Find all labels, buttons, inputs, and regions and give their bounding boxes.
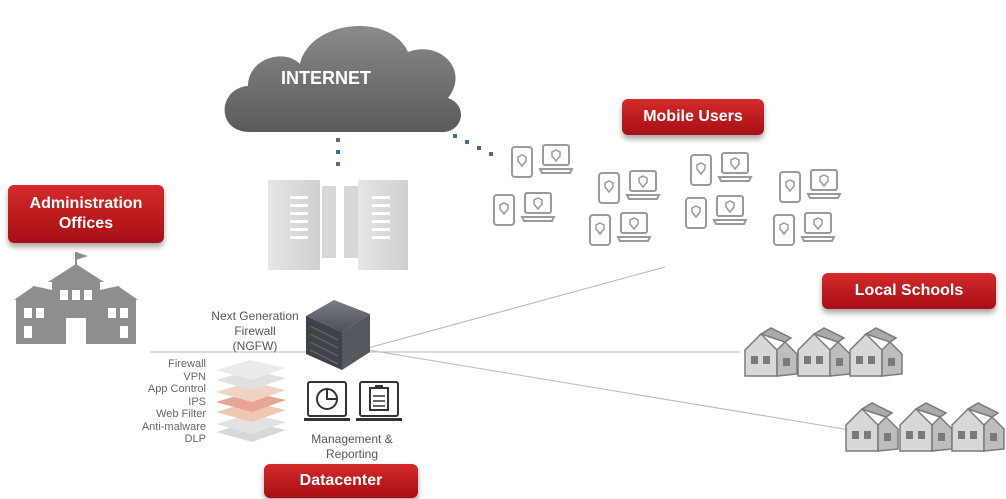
administration-offices-badge: Administration Offices bbox=[8, 185, 164, 243]
house-icon bbox=[849, 327, 903, 377]
feature-vpn: VPN bbox=[183, 370, 206, 383]
feature-ips: IPS bbox=[188, 395, 206, 408]
house-icon bbox=[797, 327, 851, 377]
internet-label: INTERNET bbox=[281, 68, 371, 88]
management-reporting-label: Management & Reporting bbox=[296, 432, 408, 462]
house-icon bbox=[951, 402, 1005, 452]
ngfw-label-line3: (NGFW) bbox=[232, 339, 278, 353]
link-ngfw-to-mobile bbox=[367, 266, 666, 349]
ngfw-label-line1: Next Generation bbox=[211, 309, 299, 323]
connection-lines bbox=[150, 266, 851, 431]
laptop-icon bbox=[717, 152, 753, 182]
house-icon bbox=[744, 327, 798, 377]
tablet-icon bbox=[493, 194, 515, 226]
security-layers-stack-icon bbox=[216, 360, 286, 442]
local-schools-badge: Local Schools bbox=[822, 273, 996, 309]
tablet-icon bbox=[589, 214, 611, 246]
server-rack-left bbox=[268, 180, 336, 270]
tablet-icon bbox=[685, 197, 707, 229]
dashboard-icon bbox=[304, 381, 350, 421]
security-features-list: Firewall VPN App Control IPS Web Filter … bbox=[128, 358, 206, 446]
ngfw-label: Next Generation Firewall (NGFW) bbox=[196, 309, 314, 354]
tablet-icon bbox=[773, 214, 795, 246]
datacenter-badge: Datacenter bbox=[264, 464, 418, 498]
laptop-icon bbox=[616, 212, 652, 242]
house-icon bbox=[845, 402, 899, 452]
house-icon bbox=[899, 402, 953, 452]
feature-dlp: DLP bbox=[184, 433, 206, 445]
link-ngfw-to-schools-row2 bbox=[367, 349, 851, 431]
server-rack-right bbox=[344, 180, 408, 270]
ngfw-appliance-icon bbox=[306, 300, 370, 370]
tablet-icon bbox=[779, 171, 801, 203]
laptop-icon bbox=[538, 144, 574, 174]
internet-cloud-icon bbox=[224, 26, 462, 133]
school-building-icon bbox=[14, 252, 138, 344]
server-racks-icon bbox=[268, 180, 408, 270]
mobile-users-badge: Mobile Users bbox=[622, 99, 764, 135]
laptop-icon bbox=[806, 169, 842, 199]
laptop-icon bbox=[520, 192, 556, 222]
feature-web-filter: Web Filter bbox=[156, 408, 206, 420]
feature-app-control: App Control bbox=[147, 383, 206, 395]
tablet-icon bbox=[511, 146, 533, 178]
tablet-icon bbox=[690, 154, 712, 186]
ngfw-label-line2: Firewall bbox=[234, 324, 276, 338]
houses-group bbox=[744, 327, 1005, 452]
mobile-devices-group bbox=[493, 144, 842, 246]
feature-firewall: Firewall bbox=[168, 358, 206, 370]
management-label-line1: Management & bbox=[311, 432, 393, 446]
laptop-icon bbox=[800, 212, 836, 242]
management-label-line2: Reporting bbox=[325, 447, 379, 461]
laptop-icon bbox=[625, 170, 661, 200]
laptop-icon bbox=[712, 195, 748, 225]
report-clipboard-icon bbox=[356, 381, 402, 421]
tablet-icon bbox=[598, 172, 620, 204]
feature-anti-malware: Anti-malware bbox=[141, 420, 206, 433]
